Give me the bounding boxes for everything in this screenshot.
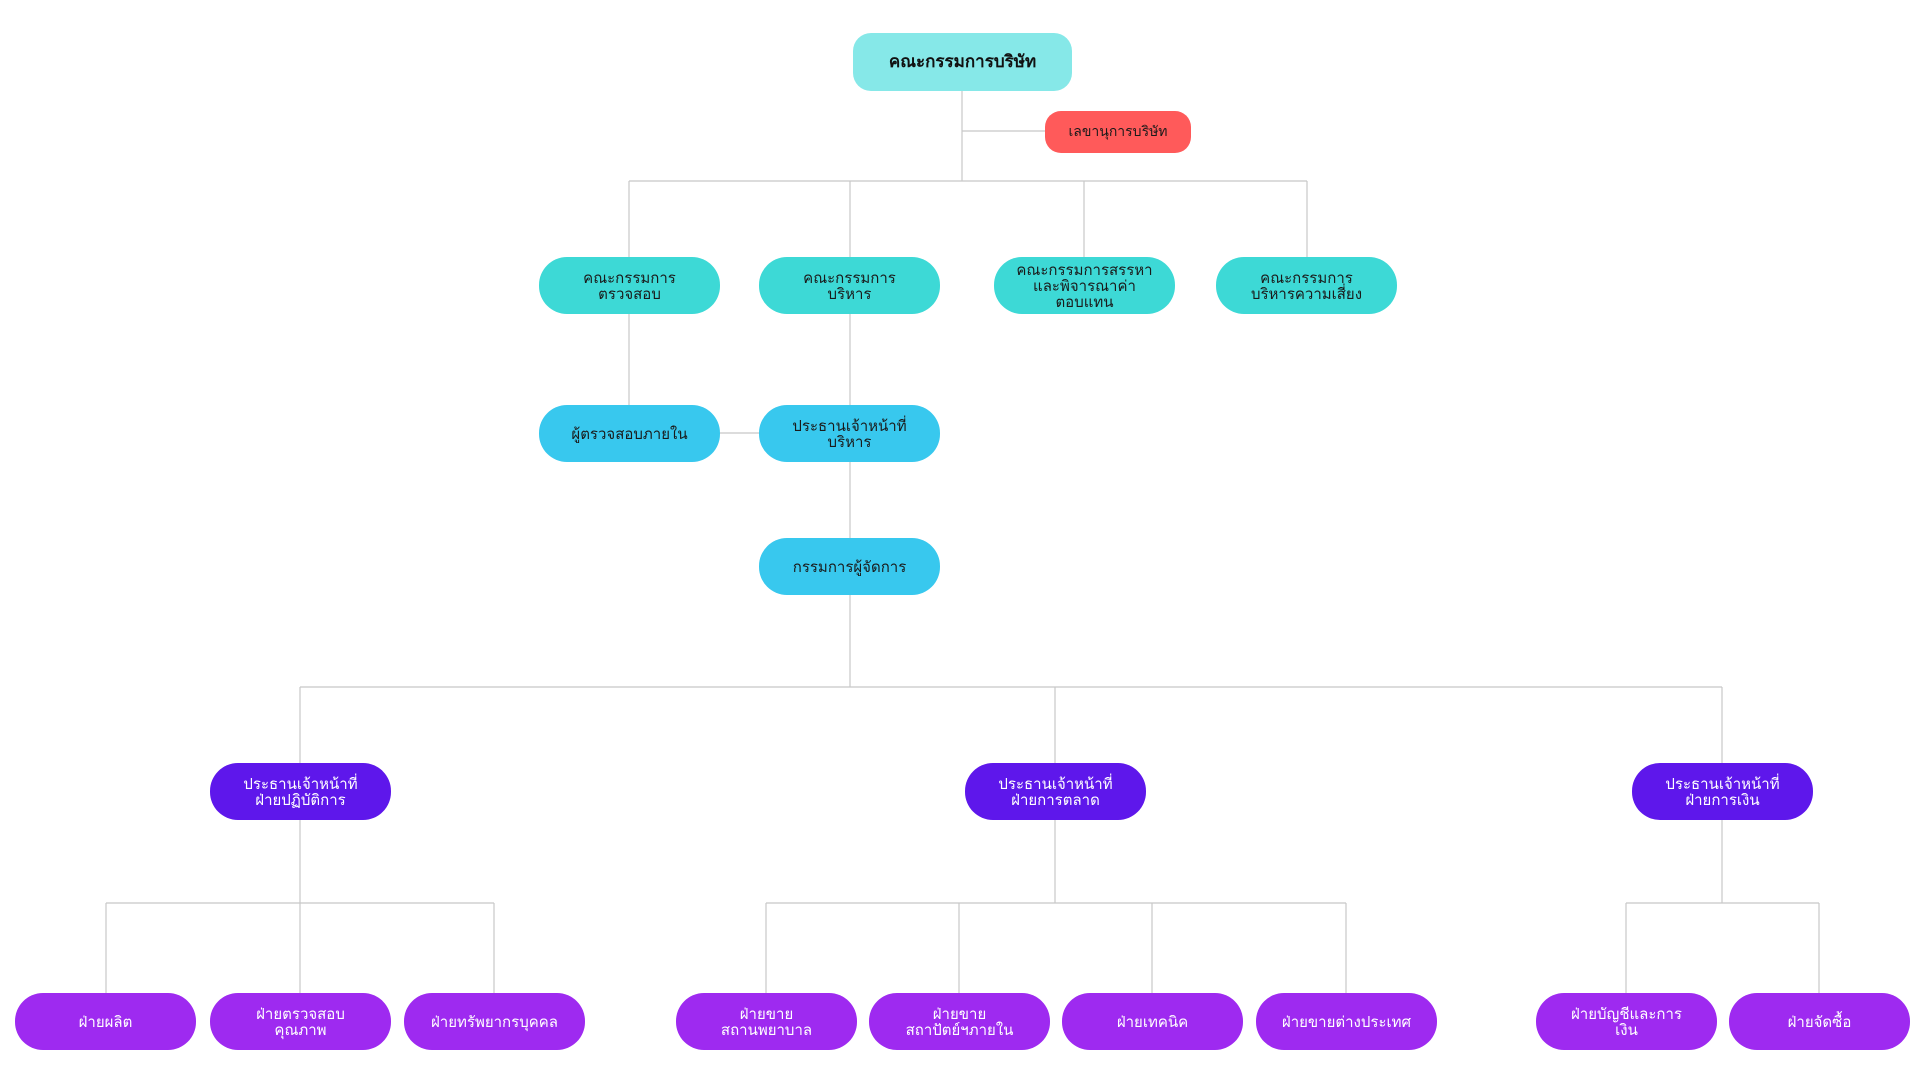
node-secretary[interactable]: เลขานุการบริษัท xyxy=(1045,111,1191,153)
node-domestic-sales[interactable]: ฝ่ายขาย สถาปัตย์ฯภายใน xyxy=(869,993,1050,1050)
node-risk-committee[interactable]: คณะกรรมการ บริหารความเสี่ยง xyxy=(1216,257,1397,314)
node-procurement[interactable]: ฝ่ายจัดซื้อ xyxy=(1729,993,1910,1050)
node-production[interactable]: ฝ่ายผลิต xyxy=(15,993,196,1050)
node-internal-auditor[interactable]: ผู้ตรวจสอบภายใน xyxy=(539,405,720,462)
node-hospital-sales[interactable]: ฝ่ายขาย สถานพยาบาล xyxy=(676,993,857,1050)
node-coo[interactable]: ประธานเจ้าหน้าที่ ฝ่ายปฏิบัติการ xyxy=(210,763,391,820)
node-managing-director[interactable]: กรรมการผู้จัดการ xyxy=(759,538,940,595)
node-quality-control[interactable]: ฝ่ายตรวจสอบ คุณภาพ xyxy=(210,993,391,1050)
node-audit-committee[interactable]: คณะกรรมการ ตรวจสอบ xyxy=(539,257,720,314)
connector-lines xyxy=(105,91,1820,993)
node-cfo[interactable]: ประธานเจ้าหน้าที่ ฝ่ายการเงิน xyxy=(1632,763,1813,820)
node-executive-committee[interactable]: คณะกรรมการ บริหาร xyxy=(759,257,940,314)
node-human-resources[interactable]: ฝ่ายทรัพยากรบุคคล xyxy=(404,993,585,1050)
node-cmo[interactable]: ประธานเจ้าหน้าที่ ฝ่ายการตลาด xyxy=(965,763,1146,820)
node-accounting-finance[interactable]: ฝ่ายบัญชีและการ เงิน xyxy=(1536,993,1717,1050)
node-nomination-committee[interactable]: คณะกรรมการสรรหา และพิจารณาค่า ตอบแทน xyxy=(994,257,1175,314)
node-ceo[interactable]: ประธานเจ้าหน้าที่ บริหาร xyxy=(759,405,940,462)
node-technical[interactable]: ฝ่ายเทคนิค xyxy=(1062,993,1243,1050)
node-international-sales[interactable]: ฝ่ายขายต่างประเทศ xyxy=(1256,993,1437,1050)
node-board[interactable]: คณะกรรมการบริษัท xyxy=(853,33,1072,91)
